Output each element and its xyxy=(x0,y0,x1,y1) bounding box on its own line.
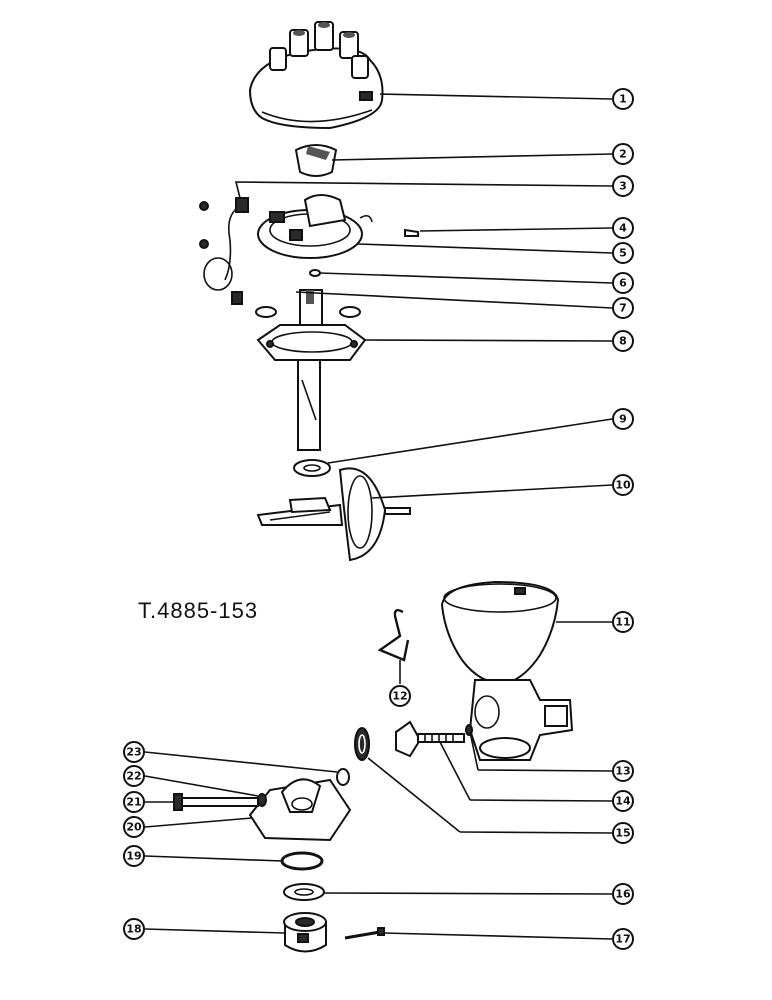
part-shaft-assembly xyxy=(256,289,367,451)
callout-14: 14 xyxy=(612,790,634,812)
part-rotor xyxy=(294,144,338,177)
part-thrust-washer xyxy=(293,459,331,477)
part-drive-dog xyxy=(173,768,352,842)
part-housing xyxy=(440,580,574,761)
svg-text:8: 8 xyxy=(619,335,627,348)
callout-1: 1 xyxy=(612,88,634,110)
drawing-reference: T.4885-153 xyxy=(138,598,258,623)
callout-20: 20 xyxy=(123,816,145,838)
svg-text:2: 2 xyxy=(619,148,627,161)
svg-text:14: 14 xyxy=(615,795,631,808)
svg-text:4: 4 xyxy=(619,222,627,235)
callout-17: 17 xyxy=(612,928,634,950)
callout-19: 19 xyxy=(123,845,145,867)
callout-8: 8 xyxy=(612,330,634,352)
svg-text:15: 15 xyxy=(615,827,630,840)
callout-5: 5 xyxy=(612,242,634,264)
callout-6: 6 xyxy=(612,272,634,294)
svg-text:3: 3 xyxy=(619,180,627,193)
svg-text:20: 20 xyxy=(126,821,142,834)
callout-21: 21 xyxy=(123,791,145,813)
callout-3: 3 xyxy=(612,175,634,197)
part-o-ring-washer xyxy=(280,851,325,901)
svg-text:23: 23 xyxy=(126,746,141,759)
part-drive-gear xyxy=(354,720,473,761)
callout-4: 4 xyxy=(612,217,634,239)
svg-text:12: 12 xyxy=(392,690,407,703)
callout-10: 10 xyxy=(612,474,634,496)
callout-12: 12 xyxy=(389,685,411,707)
callout-16: 16 xyxy=(612,883,634,905)
part-spring-clip xyxy=(377,609,410,662)
svg-text:11: 11 xyxy=(615,616,630,629)
callout-15: 15 xyxy=(612,822,634,844)
callout-2: 2 xyxy=(612,143,634,165)
svg-text:5: 5 xyxy=(619,247,627,260)
svg-text:9: 9 xyxy=(619,413,627,426)
svg-text:22: 22 xyxy=(126,770,141,783)
callout-9: 9 xyxy=(612,408,634,430)
callout-22: 22 xyxy=(123,765,145,787)
callout-23: 23 xyxy=(123,741,145,763)
svg-text:13: 13 xyxy=(615,765,630,778)
svg-text:6: 6 xyxy=(619,277,627,290)
svg-text:18: 18 xyxy=(126,923,141,936)
svg-text:10: 10 xyxy=(615,479,631,492)
part-coupling xyxy=(283,912,327,953)
part-pin xyxy=(344,927,385,940)
svg-text:17: 17 xyxy=(615,933,630,946)
callout-7: 7 xyxy=(612,297,634,319)
callout-11: 11 xyxy=(612,611,634,633)
callout-18: 18 xyxy=(123,918,145,940)
part-washer-clip xyxy=(255,269,361,318)
svg-text:1: 1 xyxy=(619,93,627,106)
part-breaker-plate xyxy=(199,194,419,305)
svg-text:7: 7 xyxy=(619,302,627,315)
part-distributor-cap xyxy=(248,21,384,130)
leader-lines xyxy=(144,93,613,940)
svg-text:19: 19 xyxy=(126,850,141,863)
svg-text:21: 21 xyxy=(126,796,141,809)
callout-13: 13 xyxy=(612,760,634,782)
part-vacuum-unit xyxy=(256,467,411,562)
svg-text:16: 16 xyxy=(615,888,631,901)
